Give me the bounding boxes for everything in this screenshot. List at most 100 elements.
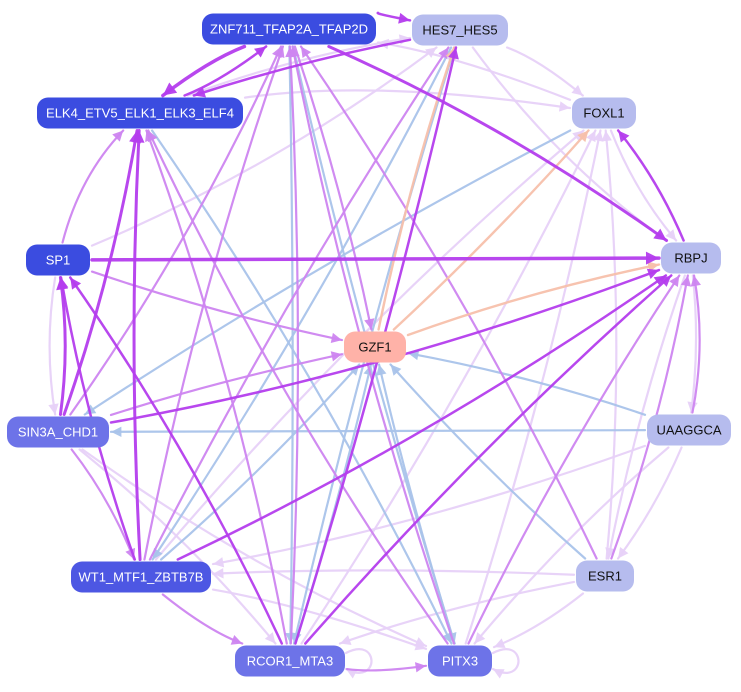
- node-label: GZF1: [358, 340, 391, 355]
- edge-hes7-foxl1: [505, 46, 584, 97]
- edge-line: [464, 129, 602, 645]
- node-shape[interactable]: [235, 645, 345, 677]
- edge-sin3a-sp1: [56, 276, 69, 416]
- node-shape[interactable]: [576, 560, 634, 592]
- edge-arrowhead: [254, 46, 267, 58]
- edge-uaaggca-gzf1: [406, 349, 647, 416]
- edge-arrowhead: [414, 640, 426, 651]
- node-esr1[interactable]: ESR1: [576, 560, 634, 592]
- edge-line: [467, 274, 681, 645]
- node-elk4[interactable]: ELK4_ETV5_ELK1_ELK3_ELF4: [37, 97, 243, 129]
- node-shape[interactable]: [37, 97, 243, 129]
- edge-line: [62, 129, 139, 416]
- node-rbpj[interactable]: RBPJ: [661, 242, 721, 274]
- edge-arrowhead: [493, 669, 505, 679]
- edge-arrowhead: [213, 557, 225, 568]
- edge-arrowhead: [264, 632, 276, 644]
- node-shape[interactable]: [202, 13, 376, 45]
- edge-esr1-gzf1: [389, 363, 587, 560]
- edge-arrowhead: [474, 632, 486, 644]
- node-label: RCOR1_MTA3: [247, 654, 333, 669]
- node-uaaggca[interactable]: UAAGGCA: [647, 414, 731, 446]
- edge-arrowhead: [70, 277, 82, 290]
- node-shape[interactable]: [26, 244, 90, 276]
- edge-arrowhead: [111, 426, 122, 437]
- node-shape[interactable]: [647, 414, 731, 446]
- edge-line: [132, 129, 142, 561]
- edge-uaaggca-pitx3: [473, 446, 670, 645]
- edge-arrowhead: [339, 635, 352, 645]
- edge-foxl1-rbpj: [609, 129, 678, 242]
- edge-rbpj-foxl1: [616, 129, 685, 242]
- edge-znf711-rbpj: [327, 45, 669, 242]
- edge-line: [143, 45, 285, 561]
- node-label: SIN3A_CHD1: [18, 425, 98, 440]
- edge-arrowhead: [112, 130, 124, 142]
- edge-elk4-znf711: [183, 45, 268, 97]
- edge-line: [616, 129, 685, 242]
- edge-wt1-hes7: [148, 46, 450, 561]
- edge-sin3a-znf711: [69, 45, 283, 416]
- node-hes7[interactable]: HES7_HES5: [412, 14, 508, 46]
- edge-gzf1-foxl1: [392, 129, 590, 331]
- node-label: RBPJ: [674, 251, 707, 266]
- node-label: ELK4_ETV5_ELK1_ELK3_ELF4: [46, 106, 234, 121]
- edge-pitx3-rbpj: [467, 274, 681, 645]
- node-sp1[interactable]: SP1: [26, 244, 90, 276]
- edge-line: [58, 276, 67, 416]
- edge-arrowhead: [442, 631, 452, 644]
- edge-line: [90, 270, 344, 342]
- node-shape[interactable]: [344, 331, 406, 363]
- node-label: UAAGGCA: [656, 423, 721, 438]
- node-gzf1[interactable]: GZF1: [344, 331, 406, 363]
- node-shape[interactable]: [71, 561, 211, 593]
- edge-line: [299, 45, 598, 560]
- edge-arrowhead: [346, 669, 358, 679]
- edge-znf711-gzf1: [293, 45, 375, 331]
- edge-line: [151, 46, 453, 561]
- edge-line: [160, 363, 361, 561]
- edge-arrowhead: [213, 568, 224, 579]
- edge-rcor1-sp1: [68, 276, 284, 645]
- edge-elk4-pitx3: [150, 129, 453, 645]
- edge-line: [690, 274, 698, 414]
- edge-arrowhead: [618, 547, 629, 559]
- edge-line: [327, 45, 669, 242]
- edge-line: [176, 274, 668, 561]
- edge-arrowhead: [162, 82, 178, 96]
- node-pitx3[interactable]: PITX3: [428, 645, 492, 677]
- node-shape[interactable]: [412, 14, 508, 46]
- edge-arrowhead: [558, 101, 570, 112]
- node-label: ESR1: [588, 569, 622, 584]
- edge-line: [607, 274, 686, 560]
- edge-line: [345, 664, 428, 672]
- node-shape[interactable]: [428, 645, 492, 677]
- node-znf711[interactable]: ZNF711_TFAP2A_TFAP2D: [202, 13, 376, 45]
- edge-arrowhead: [494, 638, 506, 648]
- edge-rcor1-rbpj: [304, 274, 673, 645]
- node-rcor1[interactable]: RCOR1_MTA3: [235, 645, 345, 677]
- node-sin3a[interactable]: SIN3A_CHD1: [7, 416, 109, 448]
- node-shape[interactable]: [661, 242, 721, 274]
- edge-line: [48, 276, 57, 416]
- edge-line: [609, 129, 678, 242]
- edge-line: [61, 129, 125, 244]
- edge-arrowhead: [593, 130, 604, 142]
- edge-line: [83, 129, 572, 416]
- edge-arrowhead: [364, 318, 375, 330]
- node-shape[interactable]: [572, 97, 636, 129]
- edge-line: [145, 129, 288, 645]
- edge-uaaggca-wt1: [211, 444, 647, 568]
- edge-arrowhead: [645, 251, 659, 265]
- edge-arrowhead: [193, 86, 207, 98]
- node-shape[interactable]: [7, 416, 109, 448]
- edge-arrowhead: [48, 403, 59, 415]
- edge-arrowhead: [571, 84, 583, 96]
- edge-arrowhead: [690, 275, 701, 287]
- edge-line: [69, 45, 283, 416]
- edge-arrowhead: [572, 130, 584, 142]
- node-foxl1[interactable]: FOXL1: [572, 97, 636, 129]
- node-wt1[interactable]: WT1_MTF1_ZBTB7B: [71, 561, 211, 593]
